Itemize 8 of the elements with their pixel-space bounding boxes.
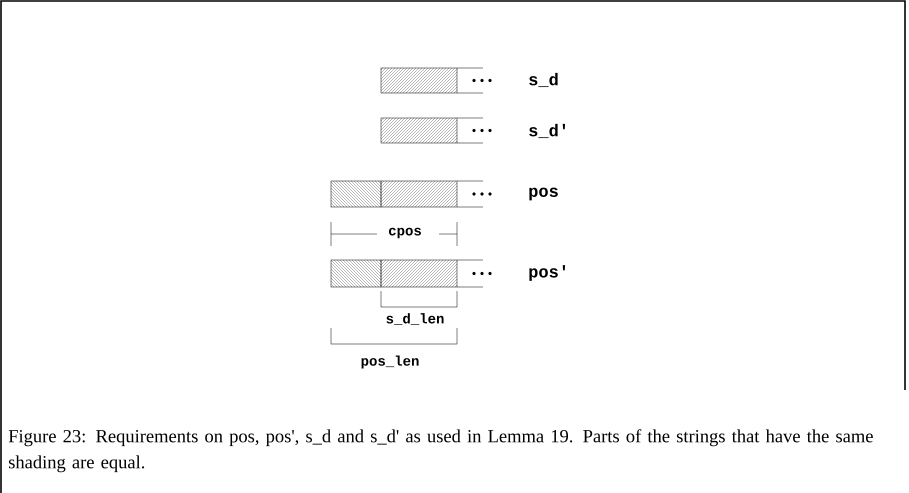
dimension-label: cpos <box>388 228 421 238</box>
caption: Figure 23: Requirements on pos, pos', s_d and s_d' as used in Lemma 19. Parts of the strings that have the same shading are equal. <box>8 429 873 472</box>
string-label: s_d <box>529 72 558 88</box>
dimension-label: pos_len <box>362 355 419 369</box>
string-label: pos <box>529 188 558 200</box>
string-label: s_d' <box>529 124 566 138</box>
string-label: pos' <box>529 265 566 281</box>
dimension-label: s_d_len <box>386 313 444 325</box>
